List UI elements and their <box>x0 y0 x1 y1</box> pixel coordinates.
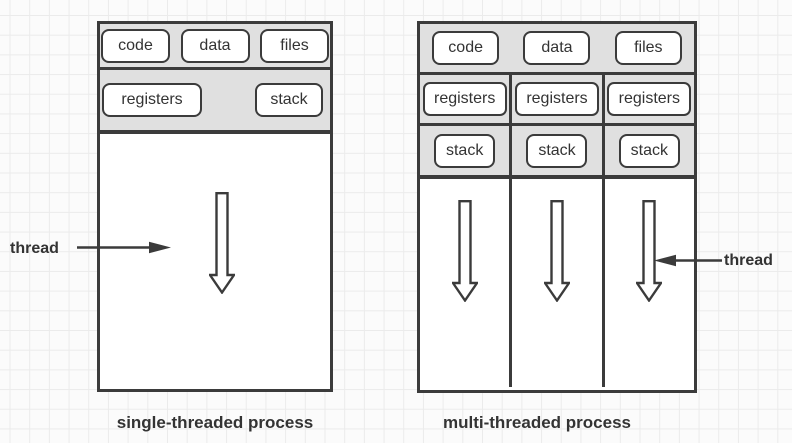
thread-context-band: registers stack <box>100 70 330 134</box>
single-threaded-process-box: code data files registers stack <box>97 21 333 392</box>
process-resources-band: code data files <box>100 24 330 70</box>
thread-execution-area <box>420 179 510 387</box>
stack-box: stack <box>526 133 588 168</box>
data-box: data <box>180 28 250 63</box>
thread-column-2: registers stack <box>509 75 602 387</box>
thread-columns: registers stack registers stack <box>420 75 694 387</box>
thread-label: thread <box>724 252 773 269</box>
right-arrow-icon <box>77 241 171 254</box>
process-resources-band: code data files <box>420 24 694 75</box>
thread-execution-area <box>512 179 602 387</box>
down-arrow-icon <box>543 200 570 302</box>
registers-box: registers <box>514 82 600 116</box>
files-box: files <box>614 31 682 65</box>
registers-cell: registers <box>512 75 602 126</box>
thread-label: thread <box>10 240 59 257</box>
code-box: code <box>101 28 170 63</box>
registers-cell: registers <box>420 75 510 126</box>
stack-box: stack <box>618 133 680 168</box>
thread-execution-area <box>604 179 694 387</box>
stack-box: stack <box>255 83 323 117</box>
code-box: code <box>432 31 500 65</box>
stack-box: stack <box>434 133 496 168</box>
registers-box: registers <box>422 82 507 116</box>
down-arrow-icon <box>209 192 235 294</box>
multi-threaded-process-box: code data files registers stack <box>417 21 697 393</box>
multi-threaded-caption: multi-threaded process <box>443 413 631 432</box>
files-box: files <box>260 28 329 63</box>
registers-cell: registers <box>604 75 694 126</box>
stack-cell: stack <box>512 126 602 179</box>
left-arrow-icon <box>654 254 722 267</box>
thread-column-1: registers stack <box>420 75 510 387</box>
thread-column-3: registers stack <box>601 75 694 387</box>
registers-box: registers <box>607 82 692 116</box>
registers-box: registers <box>102 83 202 117</box>
data-box: data <box>523 31 591 65</box>
stack-cell: stack <box>604 126 694 179</box>
stack-cell: stack <box>420 126 510 179</box>
single-threaded-caption: single-threaded process <box>116 413 314 432</box>
down-arrow-icon <box>451 200 478 302</box>
down-arrow-icon <box>636 200 663 302</box>
thread-execution-area <box>100 134 330 382</box>
